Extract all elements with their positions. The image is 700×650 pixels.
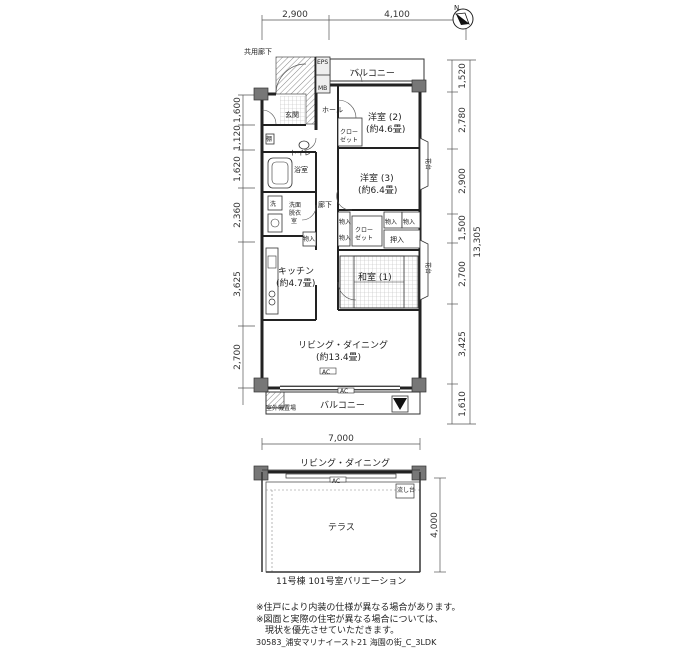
label-kitchen: キッチン [278, 266, 314, 277]
label-dressing-b: 脱衣 [289, 209, 301, 217]
label-dressing-a: 洗面 [289, 201, 301, 209]
dim-right-4: 1,500 [458, 215, 468, 241]
dim-right-5: 2,700 [458, 261, 468, 287]
label-ac1: AC [322, 369, 330, 376]
compass-label: N [454, 4, 459, 12]
dim-left-4: 2,360 [233, 202, 243, 228]
dimension-texts: 2,900 4,100 7,000 1,600 1,120 1,620 2,36… [233, 10, 483, 538]
label-flower2: 花台 [424, 262, 432, 274]
label-kitchen-size: (約4.7畳) [276, 277, 315, 289]
label-western2-size: (約4.6畳) [366, 123, 405, 135]
label-western3: 洋室 (3) [360, 172, 394, 184]
label-closet1-b: ゼット [340, 136, 358, 144]
dim-left-6: 2,700 [233, 344, 243, 370]
dim-left-2: 1,120 [233, 125, 243, 151]
dim-bottom-width: 7,000 [328, 434, 354, 444]
room-labels: 共用廊下 EPS MB バルコニー ホール 玄関 洋室 (2) (約4.6畳) … [244, 47, 432, 412]
dim-right-6: 3,425 [458, 331, 468, 357]
label-storage2: 物入 [339, 234, 351, 242]
label-bathroom: 浴室 [294, 165, 308, 174]
dim-right-7: 1,610 [458, 391, 468, 417]
variation-terrace-label: テラス [328, 522, 355, 533]
label-shelf: 棚 [266, 135, 272, 143]
label-living: リビング・ダイニング [298, 339, 388, 351]
label-mb: MB [318, 85, 327, 92]
dim-right-1: 1,520 [458, 63, 468, 89]
dim-left-3: 1,620 [233, 156, 243, 182]
label-toilet: トイレ [290, 149, 311, 157]
dim-top-right: 4,100 [384, 10, 410, 20]
label-outdoor-unit: 室外機置場 [266, 404, 296, 412]
variation-ac-label: AC [332, 478, 340, 485]
label-western3-size: (約6.4畳) [358, 184, 397, 196]
label-oshiire: 押入 [390, 235, 404, 244]
dim-terrace-depth: 4,000 [430, 512, 440, 538]
note-line-2: ※図面と実際の住宅が異なる場合については、 [256, 615, 444, 625]
label-storage1: 物入 [339, 218, 351, 226]
label-balcony-bottom: バルコニー [320, 400, 365, 411]
footer-code: 30583_浦安マリナイースト21 海園の街_C_3LDK [256, 638, 437, 647]
variation-living-label: リビング・ダイニング [300, 457, 390, 469]
dim-left-1: 1,600 [233, 97, 243, 123]
label-storage3: 物入 [385, 218, 397, 226]
label-closet2-b: ゼット [355, 234, 373, 242]
main-plan [253, 56, 429, 415]
label-western2: 洋室 (2) [368, 111, 402, 123]
dim-right-total: 13,305 [473, 226, 483, 258]
label-entrance: 玄関 [285, 110, 299, 119]
label-corridor: 廊下 [318, 200, 332, 209]
label-dressing-c: 室 [291, 217, 297, 225]
label-balcony-top: バルコニー [350, 68, 395, 79]
label-storage5: 物入 [303, 235, 315, 243]
label-wash: 洗 [270, 200, 276, 208]
label-closet1-a: クロー [340, 129, 358, 136]
dimension-lines [238, 15, 476, 573]
note-line-3: 現状を優先させていただきます。 [256, 626, 400, 636]
label-closet2-a: クロー [355, 227, 373, 234]
compass-icon: N [452, 4, 474, 30]
label-hall: ホール [322, 106, 343, 114]
dim-right-2: 2,780 [458, 107, 468, 133]
variation-sink-label: 流し台 [397, 486, 415, 494]
note-line-1: ※住戸により内装の仕様が異なる場合があります。 [256, 603, 461, 613]
variation-caption: 11号棟 101号室バリエーション [276, 577, 407, 587]
dim-left-5: 3,625 [233, 271, 243, 297]
label-japanese-room: 和室 (1) [358, 271, 392, 283]
label-living-size: (約13.4畳) [316, 351, 361, 363]
dim-top-left: 2,900 [282, 10, 308, 20]
label-flower1: 花台 [424, 158, 432, 170]
dim-right-3: 2,900 [458, 168, 468, 194]
label-storage4: 物入 [403, 218, 415, 226]
variation-plan: リビング・ダイニング AC 流し台 テラス [253, 457, 427, 573]
label-common-corridor: 共用廊下 [244, 47, 272, 56]
label-ac2: AC [340, 388, 348, 395]
label-eps: EPS [317, 59, 328, 66]
